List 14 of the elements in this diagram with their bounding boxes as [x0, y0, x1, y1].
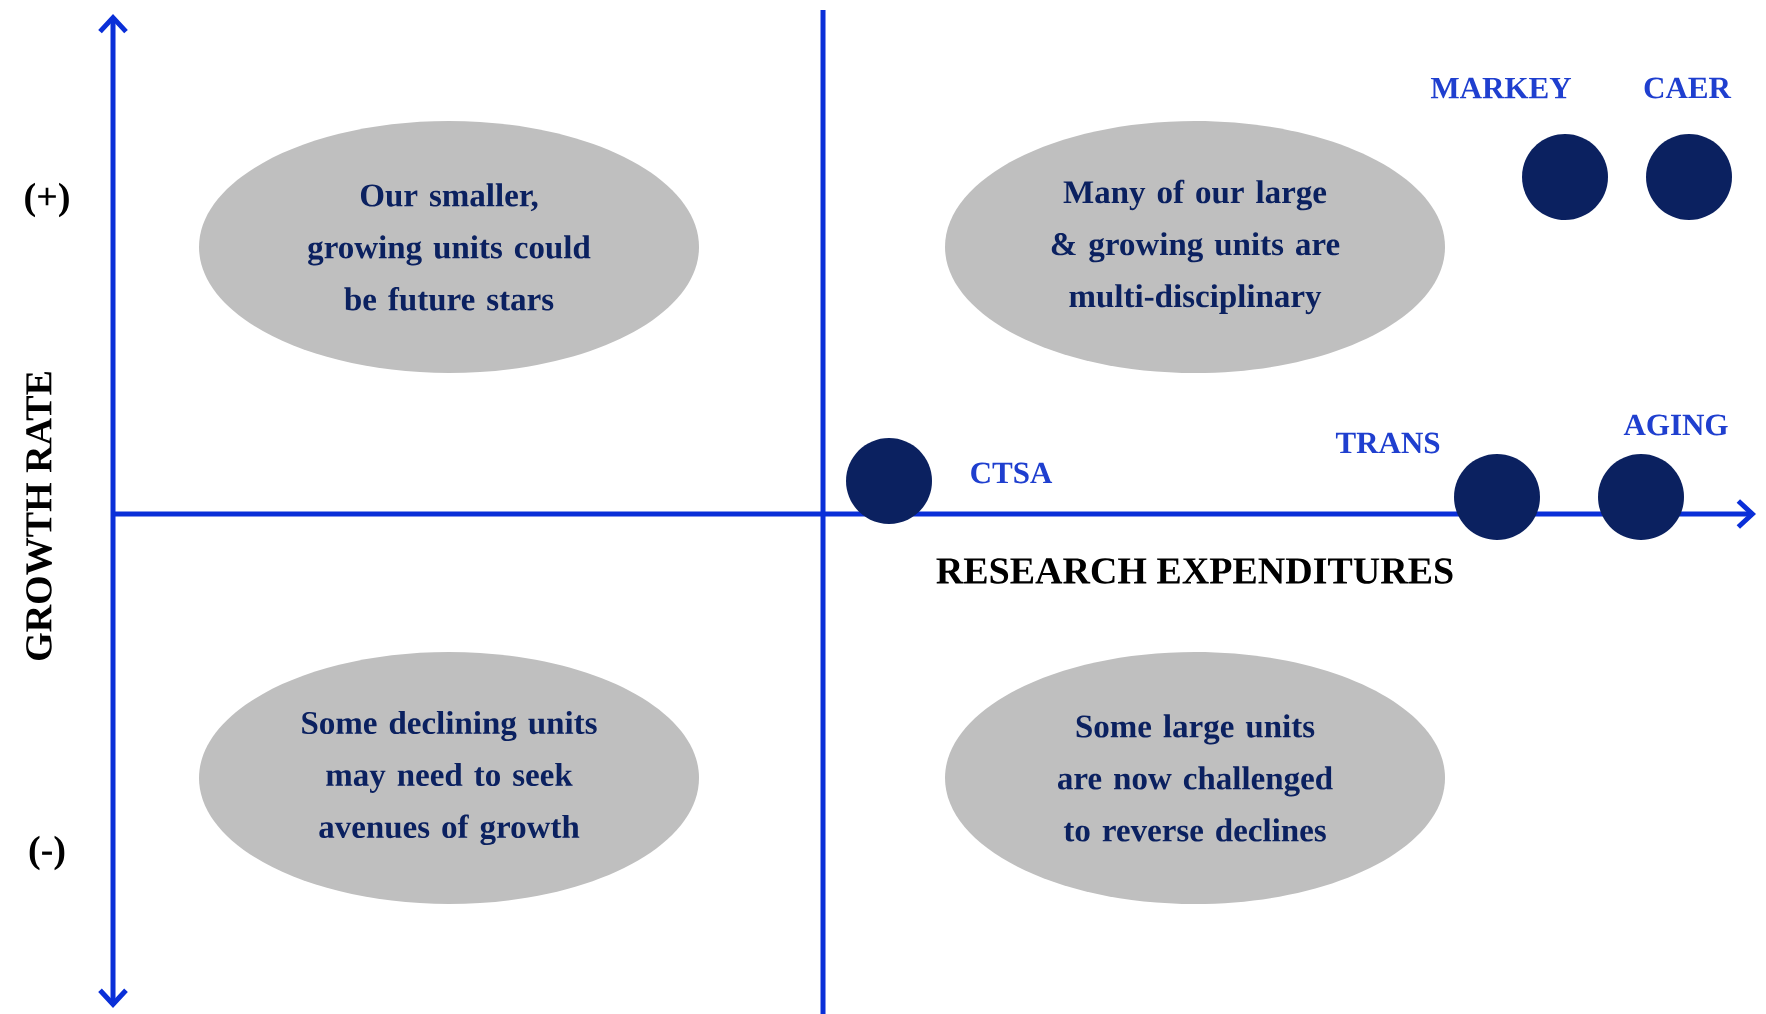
dot-label: AGING	[1623, 414, 1728, 436]
dot	[1454, 454, 1540, 540]
dot-label: MARKEY	[1430, 77, 1572, 99]
dot-label: TRANS	[1335, 432, 1440, 454]
axis-label: (-)	[29, 835, 65, 871]
axis-label: GROWTH RATE	[26, 372, 52, 660]
dot	[1646, 134, 1732, 220]
axis-label: (+)	[25, 182, 69, 218]
dot-label: CTSA	[971, 462, 1053, 484]
dot	[1598, 454, 1684, 540]
dot	[1522, 134, 1608, 220]
dot	[846, 438, 932, 524]
axis-label: RESEARCH EXPENDITURES	[936, 558, 1453, 584]
dot-label: CAER	[1644, 77, 1732, 99]
